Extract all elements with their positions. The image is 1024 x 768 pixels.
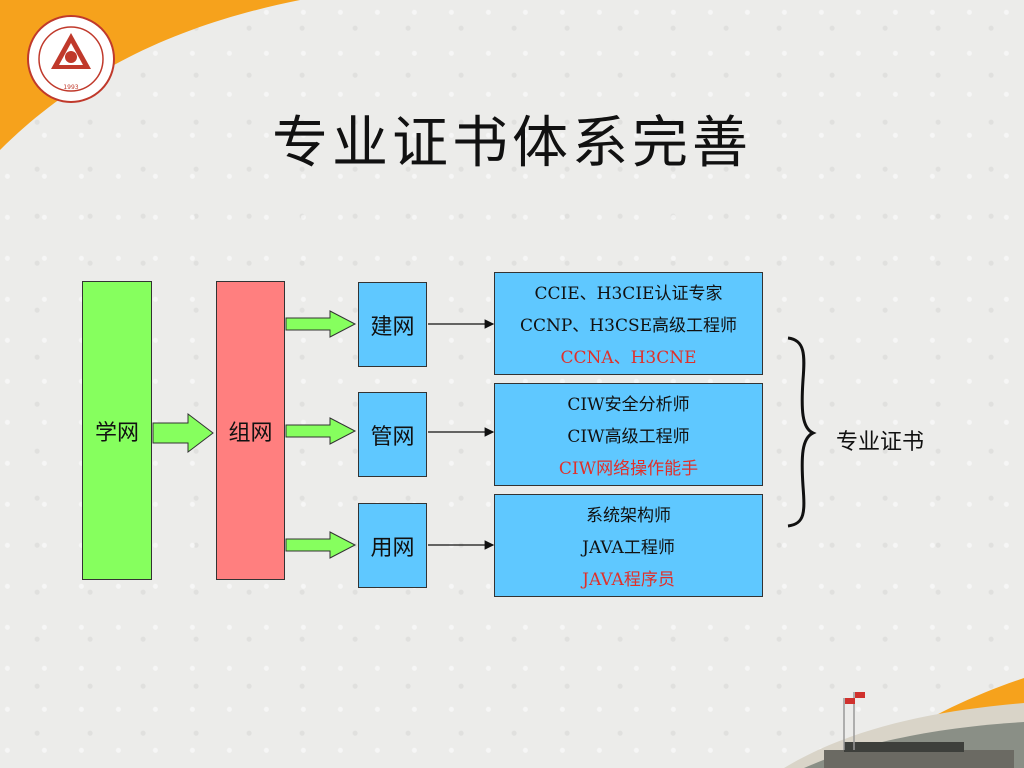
learn-network-box: 学网 (82, 281, 152, 580)
arrow-group-to-build (285, 310, 357, 338)
campus-gate-image (784, 678, 1024, 768)
branch-build-box: 建网 (358, 282, 427, 367)
cert-item-highlight: CIW网络操作能手 (558, 458, 699, 479)
cert-item-highlight: JAVA程序员 (582, 569, 675, 590)
cert-item: CCNP、H3CSE高级工程师 (519, 315, 738, 336)
cert-box-manage: CIW安全分析师 CIW高级工程师 CIW网络操作能手 (494, 383, 763, 486)
cert-item: CIW高级工程师 (567, 426, 690, 447)
branch-build-label: 建网 (370, 314, 415, 340)
learn-network-label: 学网 (94, 420, 139, 446)
arrow-group-to-use (285, 531, 357, 559)
cert-box-use: 系统架构师 JAVA工程师 JAVA程序员 (494, 494, 763, 597)
branch-manage-box: 管网 (358, 392, 427, 477)
build-group-box: 组网 (216, 281, 285, 580)
logo-year: 1993 (63, 84, 78, 91)
school-emblem-icon: 1993 (27, 15, 115, 103)
branch-use-label: 用网 (370, 535, 415, 561)
build-group-label: 组网 (228, 420, 273, 446)
arrow-group-to-manage (285, 417, 357, 445)
cert-item-highlight: CCNA、H3CNE (560, 347, 697, 368)
cert-item: 系统架构师 (586, 506, 671, 527)
page-title: 专业证书体系完善 (272, 111, 752, 176)
right-brace (787, 336, 817, 528)
arrow-learn-to-group (152, 412, 214, 454)
branch-use-box: 用网 (358, 503, 427, 588)
cert-box-build: CCIE、H3CIE认证专家 CCNP、H3CSE高级工程师 CCNA、H3CN… (494, 272, 763, 375)
cert-item: CCIE、H3CIE认证专家 (534, 284, 723, 305)
professional-certificate-label: 专业证书 (836, 430, 925, 455)
cert-item: CIW安全分析师 (567, 395, 690, 416)
cert-item: JAVA工程师 (582, 537, 675, 558)
branch-manage-label: 管网 (370, 424, 415, 450)
